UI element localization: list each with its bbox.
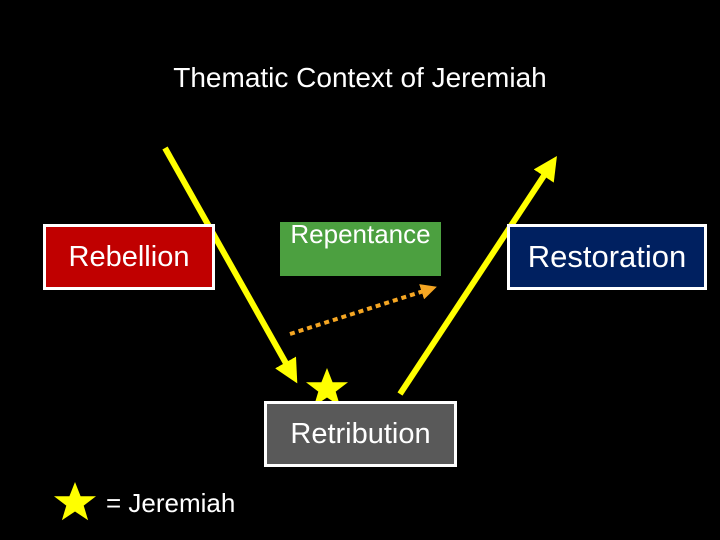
repentance-label: Repentance (290, 219, 431, 249)
retribution-box: Retribution (264, 401, 457, 467)
rebellion-box: Rebellion (43, 224, 215, 290)
rebellion-label: Rebellion (68, 240, 190, 273)
legend-star-icon (54, 482, 96, 521)
restoration-box: Restoration (507, 224, 707, 290)
jeremiah-star-icon (306, 368, 348, 407)
ascent-arrow (397, 155, 557, 396)
restoration-label: Restoration (527, 239, 687, 274)
repentance-box: Repentance (280, 219, 441, 276)
repentance-dashed-arrow (289, 284, 437, 336)
diagram-title: Thematic Context of Jeremiah (173, 62, 547, 93)
retribution-label: Retribution (290, 417, 431, 450)
descent-arrow (162, 146, 298, 384)
legend-label: = Jeremiah (106, 488, 236, 518)
